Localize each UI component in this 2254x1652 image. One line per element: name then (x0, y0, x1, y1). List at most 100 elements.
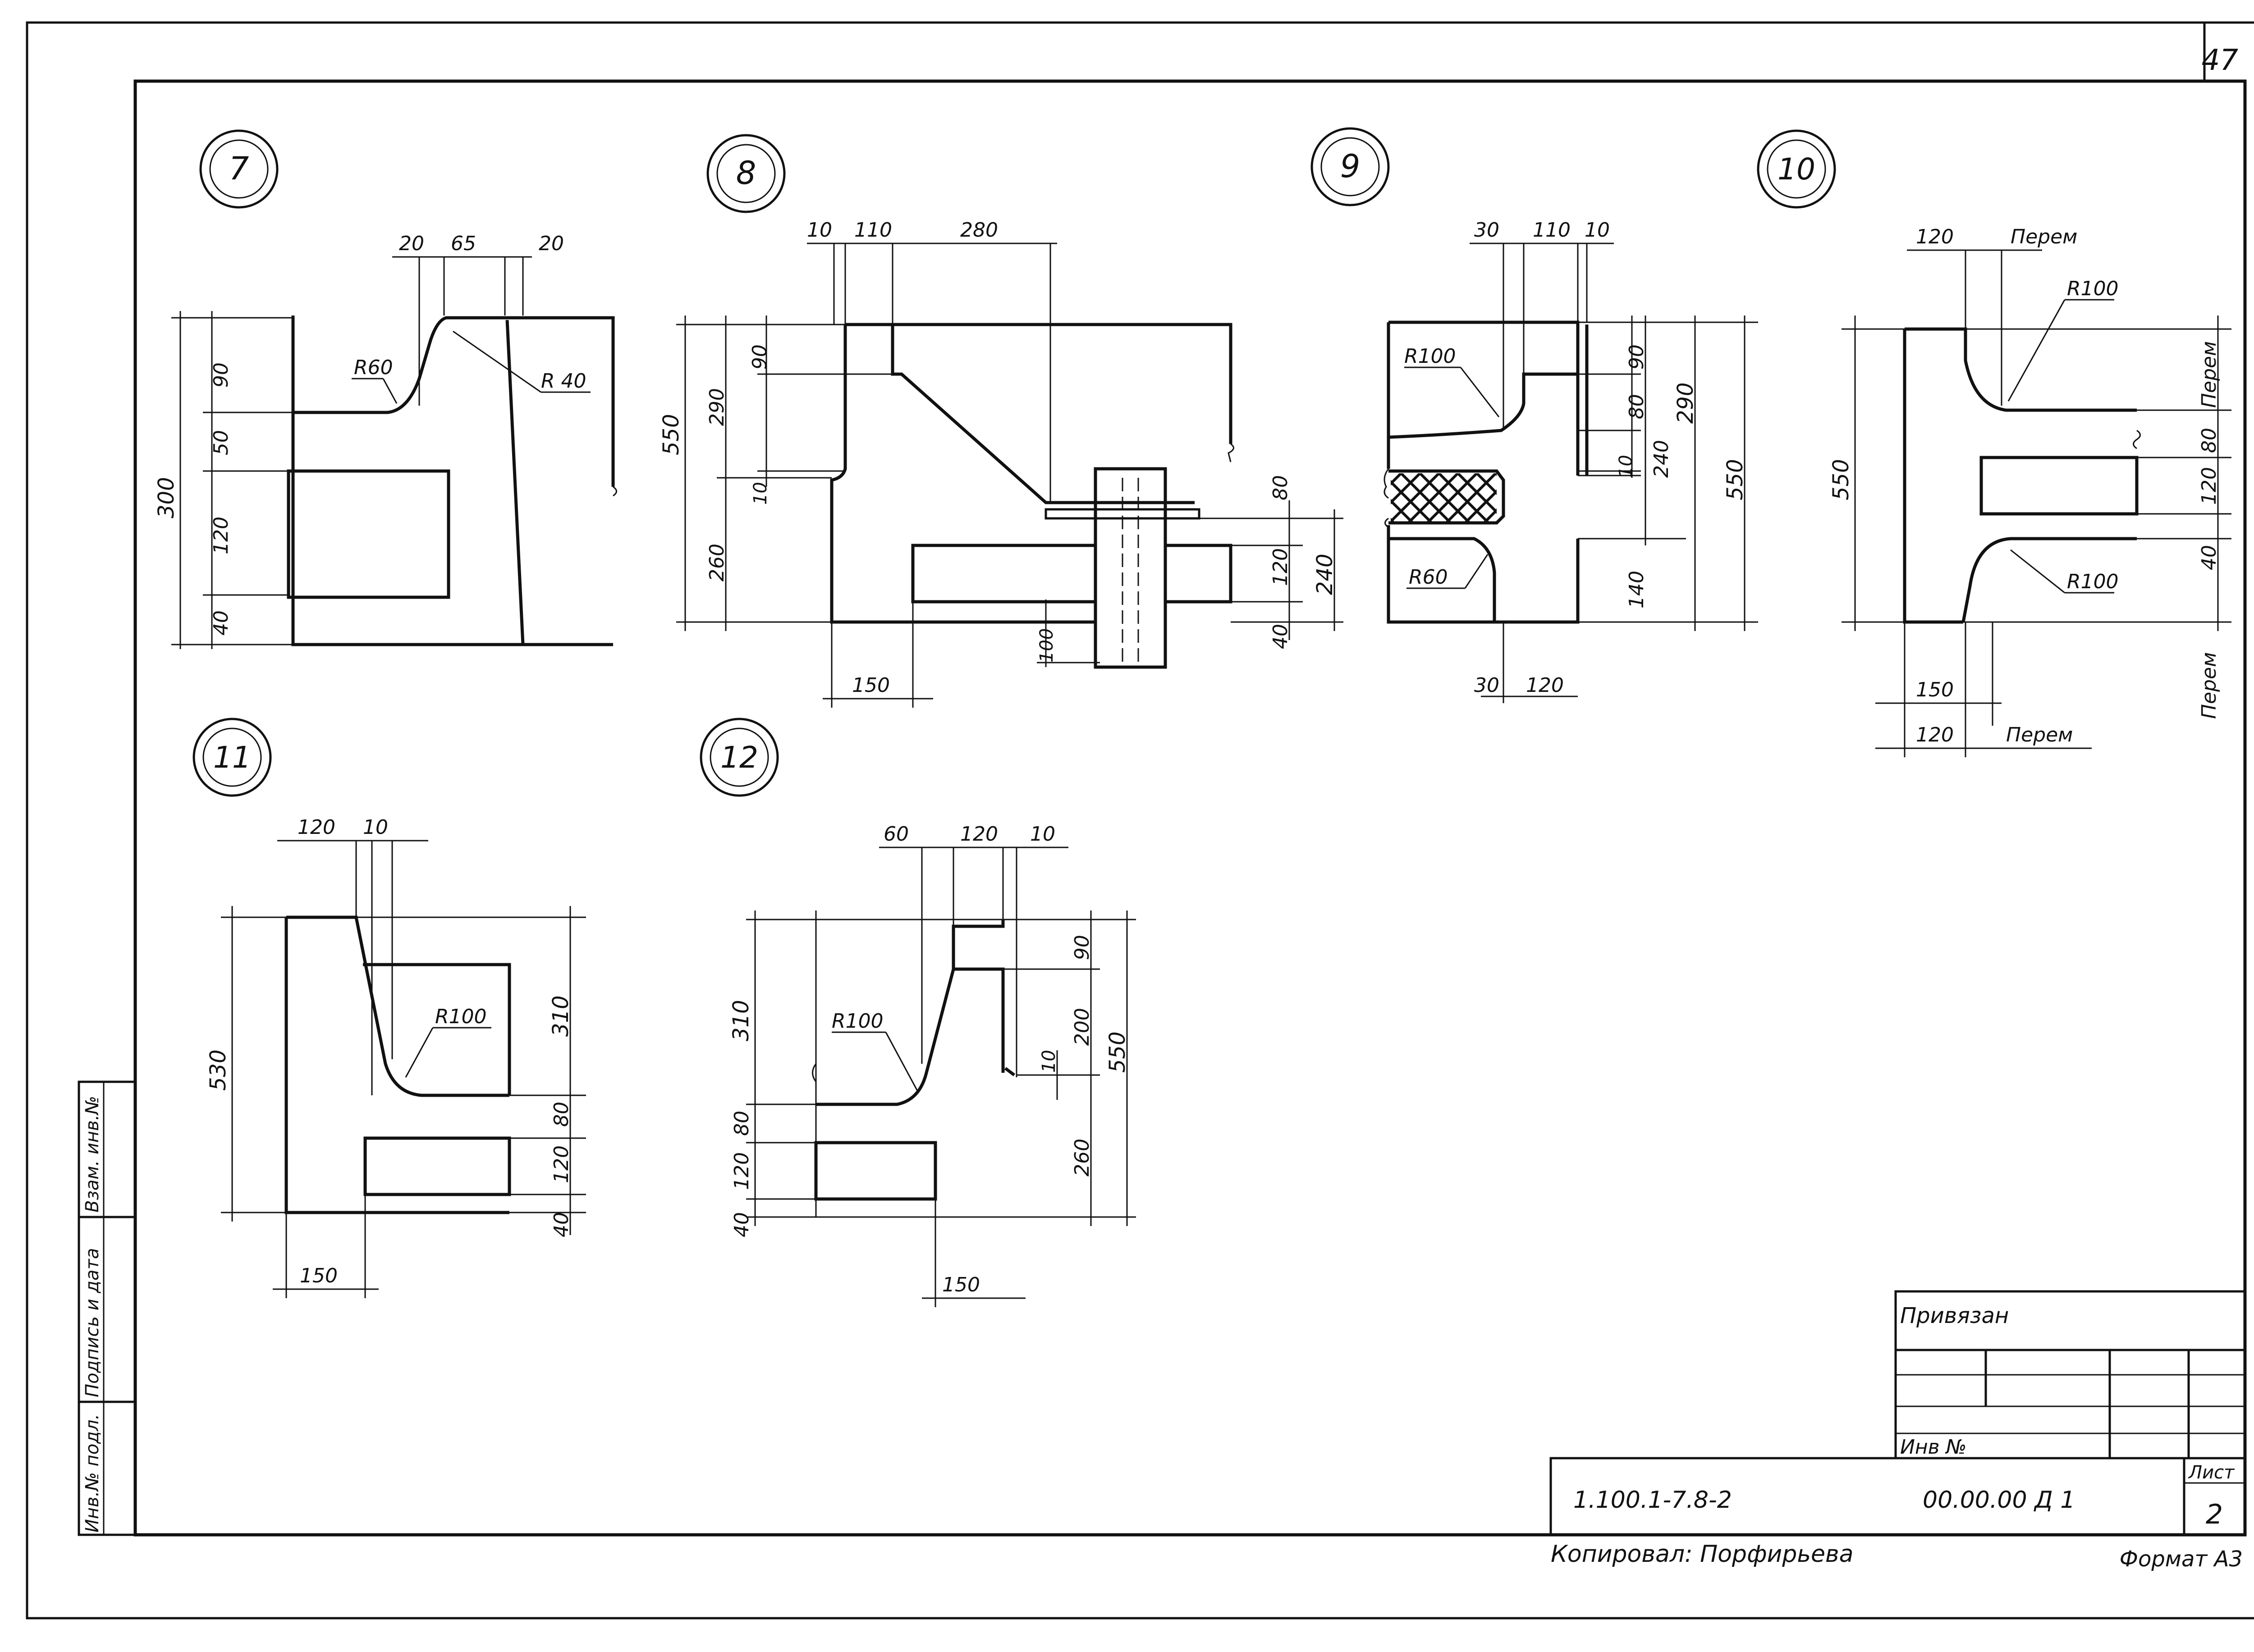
title-block-inv-label: Инв № (1900, 1436, 1966, 1459)
detail-7-dim-65: 65 (451, 232, 476, 255)
detail-9-insulation (1391, 473, 1497, 523)
detail-8-dim-150: 150 (852, 674, 890, 697)
detail-8-dim-280: 280 (960, 219, 998, 242)
detail-11-dim-530: 530 (206, 1049, 231, 1091)
title-block-doc-number: 00.00.00 Д 1 (1923, 1487, 2075, 1514)
detail-10-number: 10 (1778, 152, 1815, 187)
detail-11-dim-10: 10 (363, 816, 388, 839)
detail-11-dim-150: 150 (300, 1264, 338, 1287)
detail-8-dim-100: 100 (1036, 628, 1057, 663)
detail-9-number: 9 (1340, 148, 1361, 185)
title-block: Привязан Инв № 1.100.1-7.8-2 00.00.00 Д … (1549, 1290, 2246, 1536)
detail-12-dim-10-b: 10 (1039, 1050, 1059, 1073)
detail-12-insulation (814, 1141, 937, 1201)
detail-10-badge (1757, 129, 1836, 209)
detail-9-dim-550: 550 (1723, 459, 1748, 500)
detail-10-dim-80: 80 (2198, 428, 2221, 453)
detail-10-dim-perem-right: Перем (2198, 341, 2221, 408)
detail-8-dim-110: 110 (854, 219, 892, 242)
detail-11-dim-120: 120 (298, 816, 335, 839)
detail-7-dim-20-right: 20 (539, 232, 564, 255)
detail-9-dim-10-b: 10 (1616, 455, 1636, 478)
detail-9-dim-290: 290 (1673, 382, 1698, 424)
detail-8-dim-90: 90 (748, 344, 771, 370)
detail-10-radius-r100-bottom: R100 (2067, 570, 2119, 593)
detail-12-radius-r100: R100 (832, 1010, 884, 1033)
detail-8-insulation-right (1164, 544, 1232, 604)
side-stamp: Инв.№ подл. Подпись и дата Взам. инв.№ (78, 1080, 137, 1536)
detail-10-dim-perem-bottom-2: Перем (2006, 723, 2073, 746)
detail-7-radius-r60: R60 (354, 356, 393, 379)
detail-10: 10 120 Перем 5 (1757, 129, 2231, 757)
detail-10-dim-120-bottom: 120 (1916, 723, 1954, 746)
detail-10-insulation (1979, 456, 2139, 516)
detail-7-badge (199, 129, 279, 209)
side-stamp-signature-date: Подпись и дата (82, 1248, 103, 1397)
detail-12-dim-90: 90 (1071, 935, 1094, 960)
footer-format: Формат А3 (2120, 1547, 2243, 1572)
detail-7-dim-90: 90 (210, 362, 233, 388)
detail-8-dim-40: 40 (1269, 624, 1292, 649)
detail-11-dim-40: 40 (550, 1212, 573, 1237)
detail-11-dim-120-b: 120 (550, 1145, 573, 1183)
detail-10-dim-40: 40 (2198, 545, 2221, 570)
detail-12-dim-150: 150 (942, 1273, 980, 1296)
detail-9-dim-120-b: 120 (1526, 674, 1564, 697)
detail-9: 9 30 1 (1310, 127, 1758, 703)
footer-copied-by: Копировал: Порфирьева (1551, 1541, 1853, 1568)
detail-8-number: 8 (736, 155, 756, 192)
detail-7-dim-20-left: 20 (399, 232, 424, 255)
detail-9-radius-r60: R60 (1409, 566, 1448, 589)
detail-7-insulation (287, 469, 450, 599)
sheet-number: 47 (2202, 44, 2239, 77)
title-block-sheet-label: Лист (2188, 1462, 2235, 1483)
detail-9-dim-90: 90 (1625, 344, 1648, 370)
detail-12-dim-260: 260 (1071, 1139, 1094, 1176)
detail-12-number: 12 (720, 740, 758, 775)
detail-10-dim-perem-top: Перем (2011, 225, 2077, 248)
detail-9-dim-80: 80 (1625, 394, 1648, 419)
detail-8-insulation-left (911, 544, 1097, 604)
detail-9-dim-240: 240 (1650, 440, 1673, 478)
detail-9-dim-140: 140 (1625, 571, 1648, 609)
detail-8-dim-550: 550 (659, 414, 684, 455)
detail-12: 12 60 120 10 (700, 718, 1136, 1307)
detail-11-insulation (363, 1136, 511, 1196)
detail-10-radius-r100-top: R100 (2067, 277, 2119, 300)
detail-12-dim-120: 120 (960, 823, 998, 846)
detail-7-dim-40: 40 (210, 610, 233, 636)
detail-11: 11 120 10 530 310 80 120 40 150 (192, 718, 586, 1298)
detail-7: 7 20 65 20 90 50 120 40 (154, 129, 617, 649)
detail-12-badge (700, 718, 779, 797)
detail-12-dim-120-b: 120 (730, 1152, 753, 1190)
detail-12-dim-550: 550 (1105, 1031, 1130, 1073)
detail-9-dim-10: 10 (1585, 219, 1610, 242)
detail-8-badge (706, 134, 786, 213)
detail-12-dim-310: 310 (728, 1000, 754, 1041)
detail-11-radius-r100: R100 (435, 1005, 487, 1028)
detail-12-dim-40: 40 (730, 1212, 753, 1237)
sheet-borders (26, 21, 2254, 1620)
detail-11-badge (192, 718, 272, 797)
detail-9-dim-30-b: 30 (1474, 674, 1499, 697)
detail-11-dim-80: 80 (550, 1102, 573, 1127)
detail-10-dim-120-b: 120 (2198, 467, 2221, 505)
detail-10-dim-550: 550 (1828, 459, 1854, 500)
detail-8-dim-260: 260 (706, 544, 728, 581)
detail-7-dim-50: 50 (210, 430, 233, 455)
detail-11-dim-310: 310 (548, 995, 573, 1037)
detail-8-dim-10-b: 10 (750, 482, 771, 505)
detail-12-dim-60: 60 (884, 823, 909, 846)
detail-8-dim-10: 10 (807, 219, 832, 242)
detail-12-dim-200: 200 (1071, 1008, 1094, 1046)
detail-12-dim-80: 80 (730, 1111, 753, 1136)
detail-9-dim-30: 30 (1474, 219, 1499, 242)
detail-9-badge (1310, 127, 1390, 206)
title-block-code: 1.100.1-7.8-2 (1573, 1487, 1732, 1514)
title-block-bound: Привязан (1900, 1303, 2009, 1328)
detail-9-dim-110: 110 (1533, 219, 1571, 242)
side-stamp-replaced-inv: Взам. инв.№ (82, 1096, 103, 1213)
detail-10-dim-perem-bottom: Перем (2198, 652, 2221, 719)
detail-8: 8 (659, 134, 1343, 708)
